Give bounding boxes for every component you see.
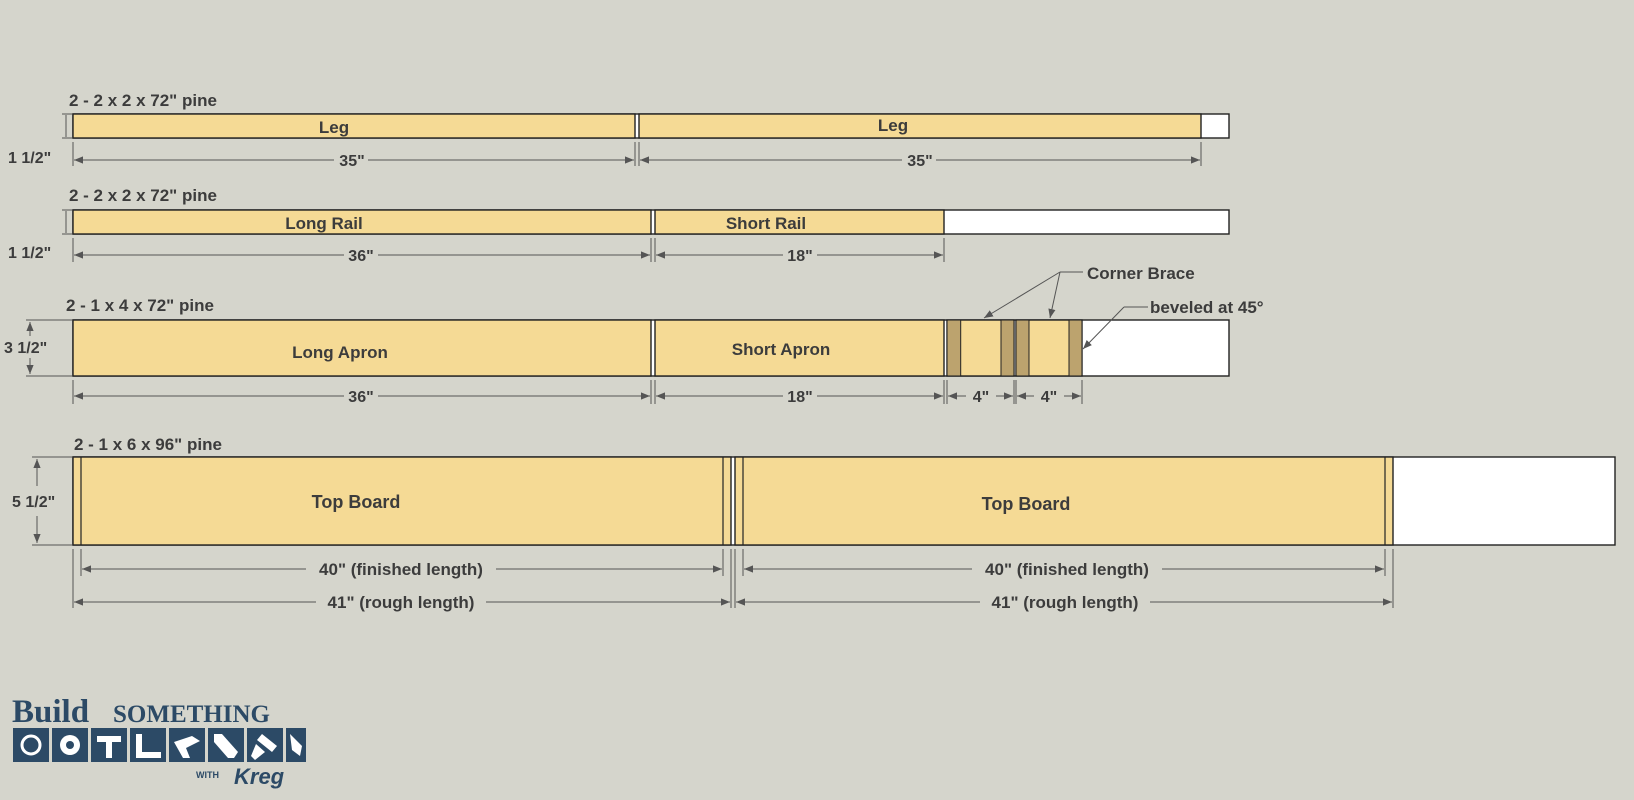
dim-label: 35" [907,153,932,170]
row-title: 2 - 2 x 2 x 72" pine [69,186,217,205]
row-rails: 2 - 2 x 2 x 72" pine Long Rail Short Rai… [8,186,1230,265]
piece-long-rail [72,209,652,235]
callout-bevel: beveled at 45° [1150,298,1264,317]
width-label: 3 1/2" [4,340,47,357]
piece-leg [72,113,636,139]
row-top-boards: 2 - 1 x 6 x 96" pine Top Board Top Board… [12,435,1616,613]
piece-label: Short Rail [726,214,806,233]
piece-label: Long Apron [292,343,388,362]
dim-label-finished: 40" (finished length) [319,560,483,579]
dim-label: 4" [1041,389,1057,406]
piece-leg [638,113,1202,139]
width-label: 1 1/2" [8,245,51,262]
dim-label: 35" [339,153,364,170]
leader-line [1048,271,1061,319]
row-title: 2 - 2 x 2 x 72" pine [69,91,217,110]
piece-label: Long Rail [285,214,362,233]
dim-label-rough: 41" (rough length) [992,593,1139,612]
width-label: 5 1/2" [12,494,55,511]
piece-top-board [734,456,1394,546]
dim-label-rough: 41" (rough length) [328,593,475,612]
dim-label: 18" [787,248,812,265]
dim-label: 36" [348,248,373,265]
logo-with: WITH [196,770,219,780]
piece-corner-brace [1015,319,1083,377]
dim-label: 4" [973,389,989,406]
sander-icon [13,728,49,762]
logo-build: Build [12,694,89,730]
leader-line [983,271,1061,319]
piece-label: Top Board [312,492,401,512]
piece-short-apron [654,319,945,377]
width-label: 1 1/2" [8,150,51,167]
piece-label: Leg [878,116,908,135]
dim-label-finished: 40" (finished length) [985,560,1149,579]
piece-long-apron [72,319,652,377]
piece-top-board [72,456,732,546]
piece-label: Leg [319,118,349,137]
logo-kreg: Kreg [234,764,285,789]
dim-label: 18" [787,389,812,406]
build-something-logo: Build SOMETHING WITH Kreg [12,694,306,789]
piece-label: Top Board [982,494,1071,514]
row-aprons: 2 - 1 x 4 x 72" pine Long Apron Short Ap… [4,264,1264,406]
tool-icons-row [13,728,306,762]
callout-corner-brace: Corner Brace [1087,264,1195,283]
piece-label: Short Apron [732,340,831,359]
logo-something: SOMETHING [113,701,270,728]
row-legs: 2 - 2 x 2 x 72" pine Leg Leg 1 1/2" 35" … [8,91,1230,170]
dim-label: 36" [348,389,373,406]
leader-line [1082,306,1125,350]
row-title: 2 - 1 x 6 x 96" pine [74,435,222,454]
piece-short-rail [654,209,945,235]
row-title: 2 - 1 x 4 x 72" pine [66,296,214,315]
piece-corner-brace [946,319,1015,377]
